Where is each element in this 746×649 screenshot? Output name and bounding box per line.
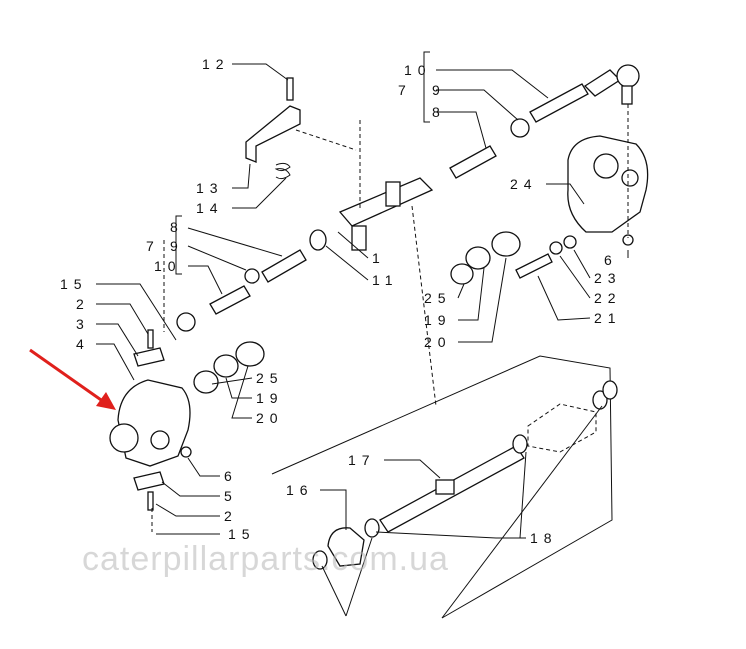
- bolt-12: [286, 77, 294, 101]
- right-fasteners: [450, 231, 577, 285]
- rod-10-top: [529, 83, 589, 123]
- label-6-left: 6: [224, 468, 238, 484]
- steering-knuckle-left: [109, 329, 192, 511]
- nut-23: [563, 235, 577, 249]
- label-9-top: 9: [432, 82, 446, 98]
- left-bushings: [193, 341, 265, 394]
- cap-5: [133, 471, 165, 491]
- nut-9-mid: [244, 268, 260, 284]
- knuckle-bore-left: [150, 430, 170, 450]
- oring-18-e: [602, 380, 618, 400]
- label-20-top: 20: [424, 334, 452, 350]
- washer-11: [309, 229, 327, 251]
- knuckle-bore: [593, 153, 619, 179]
- label-20-low: 20: [256, 410, 284, 426]
- bushing-20-low: [235, 341, 265, 367]
- label-7-top: 7: [398, 82, 412, 98]
- clamp-16: [327, 527, 365, 567]
- label-2-low: 2: [224, 508, 238, 524]
- seal-19-top: [465, 246, 491, 270]
- label-3: 3: [76, 316, 90, 332]
- spring-clip-14: [274, 162, 291, 180]
- label-8-top: 8: [432, 104, 446, 120]
- washer-22: [549, 241, 563, 255]
- label-25-top: 25: [424, 290, 452, 306]
- label-18: 18: [530, 530, 558, 546]
- label-11: 11: [372, 272, 399, 288]
- label-13: 13: [196, 180, 224, 196]
- label-25-low: 25: [256, 370, 284, 386]
- rod-10-mid: [209, 285, 251, 315]
- rod-end-top: [583, 69, 622, 97]
- bracket-assembly: [245, 77, 301, 180]
- label-5: 5: [224, 488, 238, 504]
- bushing-6-right: [622, 234, 634, 246]
- center-axle: [309, 177, 434, 251]
- label-23: 23: [594, 270, 622, 286]
- oring-18-b: [312, 550, 328, 570]
- label-19-top: 19: [424, 312, 452, 328]
- oring-18-a: [364, 518, 380, 538]
- shaft-assembly-box: [271, 355, 618, 619]
- steering-knuckle-right: [567, 135, 649, 246]
- watermark: caterpillarparts.com.ua: [82, 540, 449, 578]
- bushing-6-left: [180, 446, 192, 458]
- ball-joint-mid: [176, 312, 196, 332]
- axle-mount-a: [385, 181, 401, 207]
- sleeve-8-top: [449, 145, 497, 179]
- label-12: 12: [202, 56, 230, 72]
- seal-19-low: [213, 354, 239, 378]
- label-15-low: 15: [228, 526, 256, 542]
- label-14: 14: [196, 200, 224, 216]
- label-10-top: 10: [404, 62, 432, 78]
- label-17: 17: [348, 452, 376, 468]
- ball-joint-top: [616, 64, 640, 88]
- hub-flange: [109, 423, 139, 453]
- centerline-b: [411, 205, 437, 407]
- label-4: 4: [76, 336, 90, 352]
- highlight-arrow: [29, 348, 116, 410]
- label-19-low: 19: [256, 390, 284, 406]
- ring-25-top: [450, 263, 474, 285]
- ball-stud-top: [621, 85, 633, 105]
- oring-18-c: [512, 434, 528, 454]
- phantom-part: [527, 403, 597, 453]
- knuckle-pin: [621, 169, 639, 187]
- knuckle-4: [117, 379, 191, 467]
- leader-lines: [96, 63, 629, 619]
- shaft-collar: [435, 479, 455, 495]
- nut-9-top: [510, 118, 530, 138]
- upper-tie-rod: [449, 64, 640, 179]
- label-10-mid: 10: [154, 258, 182, 274]
- ring-25-low: [193, 370, 219, 394]
- arrow-head: [96, 392, 116, 410]
- arrow-shaft: [29, 348, 105, 404]
- group-bracket-mid: [175, 215, 182, 275]
- label-21: 21: [594, 310, 622, 326]
- label-16: 16: [286, 482, 314, 498]
- label-6-right: 6: [604, 252, 618, 268]
- centerline-d: [295, 129, 357, 151]
- label-8-mid: 8: [170, 219, 184, 235]
- group-bracket-top: [423, 51, 430, 123]
- sleeve-8-mid: [261, 249, 307, 283]
- label-9-mid: 9: [170, 238, 184, 254]
- bracket-13: [245, 105, 301, 163]
- box-outline: [271, 355, 613, 619]
- label-24: 24: [510, 176, 538, 192]
- bolt-21: [515, 253, 553, 279]
- label-15-top: 15: [60, 276, 88, 292]
- label-7-mid: 7: [146, 238, 160, 254]
- label-2-top: 2: [76, 296, 90, 312]
- bolt-2-low: [147, 491, 154, 511]
- bushing-20-top: [491, 231, 521, 257]
- label-1: 1: [372, 250, 386, 266]
- middle-tie-rod: [176, 249, 307, 332]
- bolt-2-top: [147, 329, 154, 349]
- label-22: 22: [594, 290, 622, 306]
- cap-3: [133, 347, 165, 367]
